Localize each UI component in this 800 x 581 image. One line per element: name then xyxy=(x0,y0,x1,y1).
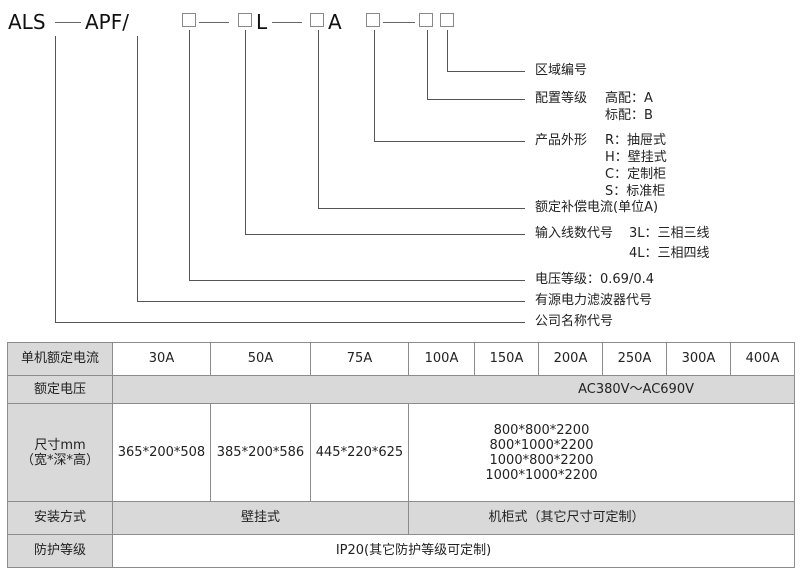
code-dash xyxy=(199,22,229,23)
code-placeholder-box xyxy=(182,13,196,27)
legend-form-r: R：抽屉式 xyxy=(605,133,667,148)
current-cell: 50A xyxy=(210,342,311,376)
code-dash xyxy=(383,22,415,23)
legend-form-c: C：定制柜 xyxy=(605,167,667,182)
code-dash xyxy=(272,22,302,23)
code-placeholder-box xyxy=(310,13,324,27)
legend-wire-3l: 3L：三相三线 xyxy=(629,226,710,241)
legend-config-high: 高配：A xyxy=(605,91,653,106)
install-cabinet: 机柜式（其它尺寸可定制） xyxy=(408,501,795,535)
connector-voltage xyxy=(189,280,525,281)
row-label-current: 单机额定电流 xyxy=(7,342,113,376)
legend-zone-code: 区域编号 xyxy=(535,63,588,78)
connector-current xyxy=(318,30,319,208)
voltage-value: AC380V～AC690V xyxy=(112,375,795,404)
code-placeholder-box xyxy=(419,13,433,27)
row-label-protection: 防护等级 xyxy=(7,534,113,568)
current-cell: 75A xyxy=(310,342,409,376)
legend-config-grade: 配置等级 xyxy=(535,91,588,106)
code-placeholder-box xyxy=(440,13,454,27)
current-cell: 200A xyxy=(538,342,603,376)
connector-form xyxy=(374,141,525,142)
current-cell: 400A xyxy=(730,342,795,376)
row-rated-voltage: 额定电压 AC380V～AC690V xyxy=(7,375,795,404)
legend-filter-code: 有源电力滤波器代号 xyxy=(535,293,653,308)
connector-filter xyxy=(137,36,138,301)
code-seg-filter: APF/ xyxy=(85,10,129,34)
size-label: 尺寸mm xyxy=(34,437,86,453)
cabinet-size: 1000*800*2200 xyxy=(489,452,594,468)
connector-current xyxy=(318,208,525,209)
cabinet-size: 800*1000*2200 xyxy=(489,437,594,453)
protection-value: IP20(其它防护等级可定制) xyxy=(112,534,795,568)
row-install: 安装方式 壁挂式 机柜式（其它尺寸可定制） xyxy=(7,501,795,535)
size-30a: 365*200*508 xyxy=(112,403,211,502)
connector-config xyxy=(427,99,525,100)
row-rated-current: 单机额定电流 30A 50A 75A 100A 150A 200A 250A 3… xyxy=(7,342,795,376)
connector-zone xyxy=(447,71,525,72)
legend-product-form: 产品外形 xyxy=(535,133,588,148)
legend-form-h: H：壁挂式 xyxy=(605,150,667,165)
connector-company xyxy=(55,322,525,323)
code-dash xyxy=(55,22,81,23)
row-label-install: 安装方式 xyxy=(7,501,113,535)
current-cell: 100A xyxy=(408,342,475,376)
cabinet-size: 800*800*2200 xyxy=(493,422,590,438)
legend-config-std: 标配：B xyxy=(605,108,653,123)
connector-voltage xyxy=(189,30,190,280)
connector-wire xyxy=(245,234,525,235)
size-cabinet: 800*800*2200 800*1000*2200 1000*800*2200… xyxy=(408,403,795,502)
code-seg-current: A xyxy=(328,10,342,34)
connector-form xyxy=(374,30,375,141)
size-75a: 445*220*625 xyxy=(310,403,409,502)
code-placeholder-box xyxy=(238,13,252,27)
code-placeholder-box xyxy=(366,13,380,27)
legend-form-s: S：标准柜 xyxy=(605,184,666,199)
current-cell: 30A xyxy=(112,342,211,376)
current-cell: 300A xyxy=(666,342,731,376)
row-label-size: 尺寸mm （宽*深*高） xyxy=(7,403,113,502)
legend-company-code: 公司名称代号 xyxy=(535,314,614,329)
legend-wire-code: 输入线数代号 xyxy=(535,226,614,241)
install-wall: 壁挂式 xyxy=(112,501,409,535)
connector-filter xyxy=(137,301,525,302)
current-cell: 250A xyxy=(602,342,667,376)
row-size: 尺寸mm （宽*深*高） 365*200*508 385*200*586 445… xyxy=(7,403,795,502)
current-cell: 150A xyxy=(474,342,539,376)
connector-company xyxy=(55,36,56,322)
row-label-voltage: 额定电压 xyxy=(7,375,113,404)
legend-wire-4l: 4L：三相四线 xyxy=(629,246,710,261)
spec-table: 单机额定电流 30A 50A 75A 100A 150A 200A 250A 3… xyxy=(7,342,795,568)
connector-wire xyxy=(245,30,246,234)
cabinet-size: 1000*1000*2200 xyxy=(485,467,598,483)
legend-rated-current: 额定补偿电流(单位A) xyxy=(535,200,659,215)
size-50a: 385*200*586 xyxy=(210,403,311,502)
size-label-dims: （宽*深*高） xyxy=(20,452,99,468)
row-protection: 防护等级 IP20(其它防护等级可定制) xyxy=(7,534,795,568)
code-seg-wire: L xyxy=(256,10,268,34)
connector-zone xyxy=(447,30,448,71)
code-seg-company: ALS xyxy=(8,10,46,34)
legend-voltage-grade: 电压等级：0.69/0.4 xyxy=(535,272,654,287)
connector-config xyxy=(427,30,428,99)
